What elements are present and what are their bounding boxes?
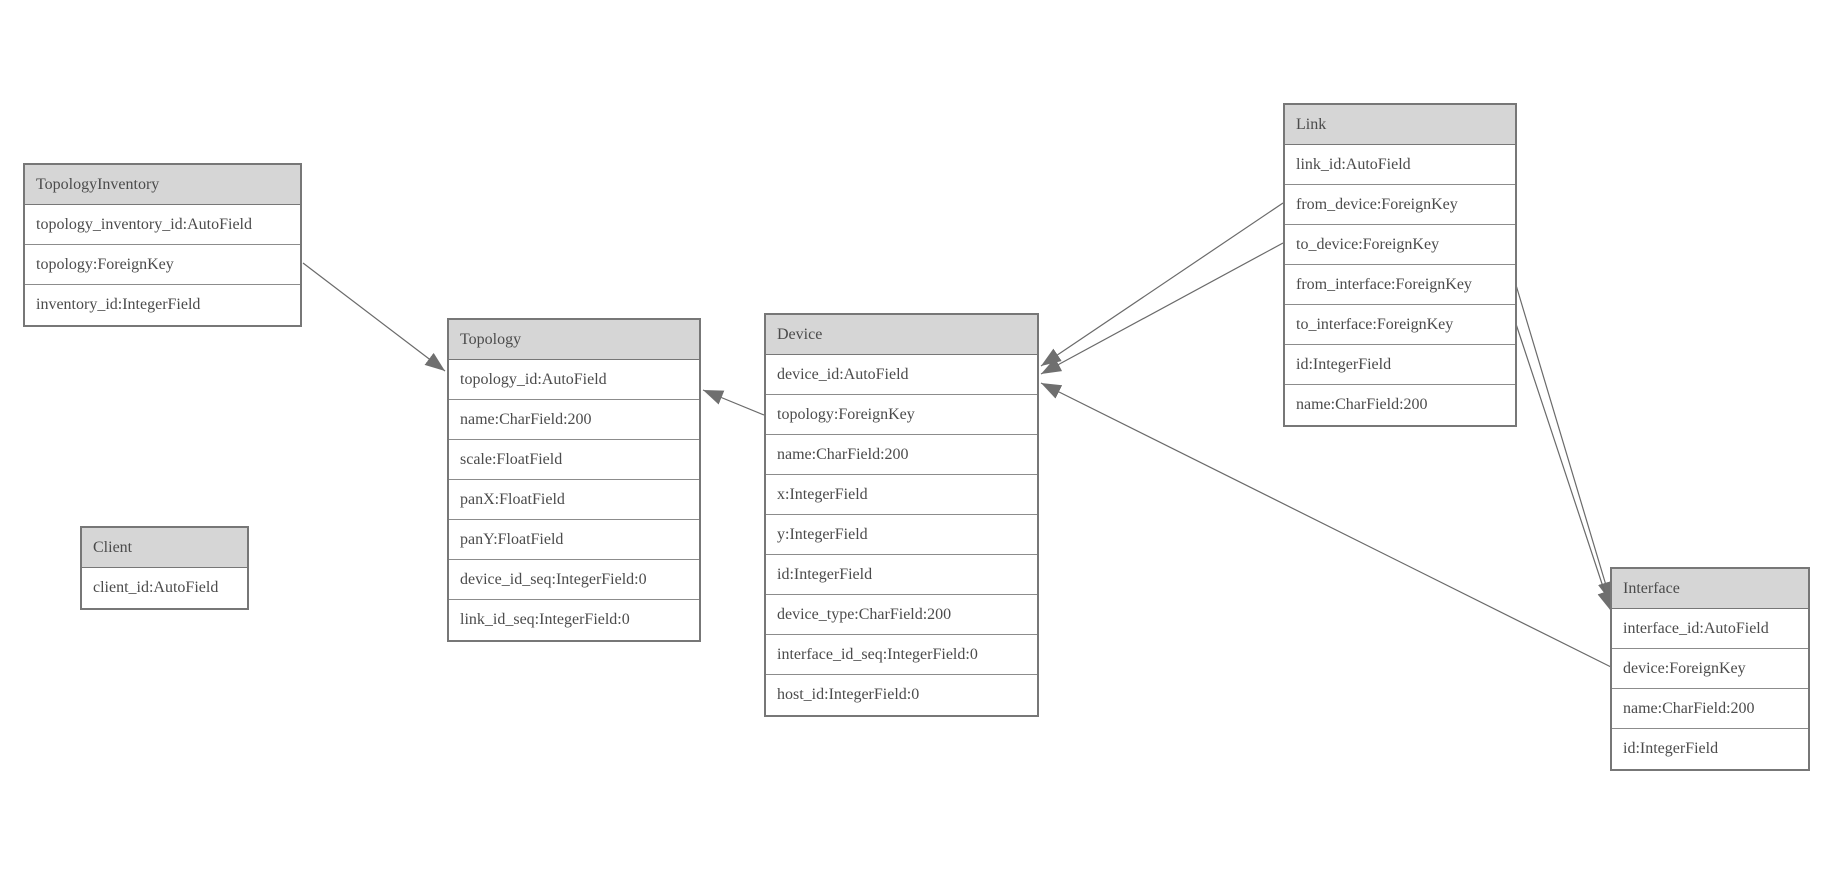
entity-field: from_interface:ForeignKey <box>1285 265 1515 305</box>
entity-field: scale:FloatField <box>449 440 699 480</box>
entity-title: TopologyInventory <box>25 165 300 205</box>
entity-title: Interface <box>1612 569 1808 609</box>
edge-topologyinventory-topology <box>302 262 446 372</box>
entity-field: client_id:AutoField <box>82 568 247 608</box>
entity-field: device:ForeignKey <box>1612 649 1808 689</box>
entity-client: Client client_id:AutoField <box>80 526 249 610</box>
entity-field: y:IntegerField <box>766 515 1037 555</box>
entity-field: interface_id:AutoField <box>1612 609 1808 649</box>
entity-field: id:IntegerField <box>1285 345 1515 385</box>
entity-field: id:IntegerField <box>766 555 1037 595</box>
edge-link-fromdevice-device <box>1040 202 1284 367</box>
entity-topology: Topology topology_id:AutoField name:Char… <box>447 318 701 642</box>
edge-link-tointerface-interface <box>1515 323 1612 612</box>
entity-field: inventory_id:IntegerField <box>25 285 300 325</box>
entity-title: Client <box>82 528 247 568</box>
edge-device-topology <box>702 389 765 416</box>
entity-field: topology_id:AutoField <box>449 360 699 400</box>
entity-field: topology:ForeignKey <box>25 245 300 285</box>
entity-field: host_id:IntegerField:0 <box>766 675 1037 715</box>
entity-field: x:IntegerField <box>766 475 1037 515</box>
entity-field: from_device:ForeignKey <box>1285 185 1515 225</box>
edge-link-frominterface-interface <box>1515 284 1613 603</box>
entity-field: device_id:AutoField <box>766 355 1037 395</box>
edge-interface-device <box>1040 382 1612 668</box>
entity-field: to_interface:ForeignKey <box>1285 305 1515 345</box>
entity-title: Link <box>1285 105 1515 145</box>
edge-link-todevice-device <box>1040 242 1284 375</box>
entity-field: panX:FloatField <box>449 480 699 520</box>
entity-field: to_device:ForeignKey <box>1285 225 1515 265</box>
entity-field: interface_id_seq:IntegerField:0 <box>766 635 1037 675</box>
entity-title: Device <box>766 315 1037 355</box>
entity-field: name:CharField:200 <box>1285 385 1515 425</box>
entity-field: device_id_seq:IntegerField:0 <box>449 560 699 600</box>
entity-device: Device device_id:AutoField topology:Fore… <box>764 313 1039 717</box>
entity-interface: Interface interface_id:AutoField device:… <box>1610 567 1810 771</box>
entity-link: Link link_id:AutoField from_device:Forei… <box>1283 103 1517 427</box>
entity-field: name:CharField:200 <box>1612 689 1808 729</box>
entity-field: name:CharField:200 <box>766 435 1037 475</box>
entity-field: link_id:AutoField <box>1285 145 1515 185</box>
entity-title: Topology <box>449 320 699 360</box>
entity-field: panY:FloatField <box>449 520 699 560</box>
entity-field: id:IntegerField <box>1612 729 1808 769</box>
entity-field: device_type:CharField:200 <box>766 595 1037 635</box>
entity-field: topology:ForeignKey <box>766 395 1037 435</box>
entity-field: name:CharField:200 <box>449 400 699 440</box>
entity-field: link_id_seq:IntegerField:0 <box>449 600 699 640</box>
entity-field: topology_inventory_id:AutoField <box>25 205 300 245</box>
entity-topology-inventory: TopologyInventory topology_inventory_id:… <box>23 163 302 327</box>
